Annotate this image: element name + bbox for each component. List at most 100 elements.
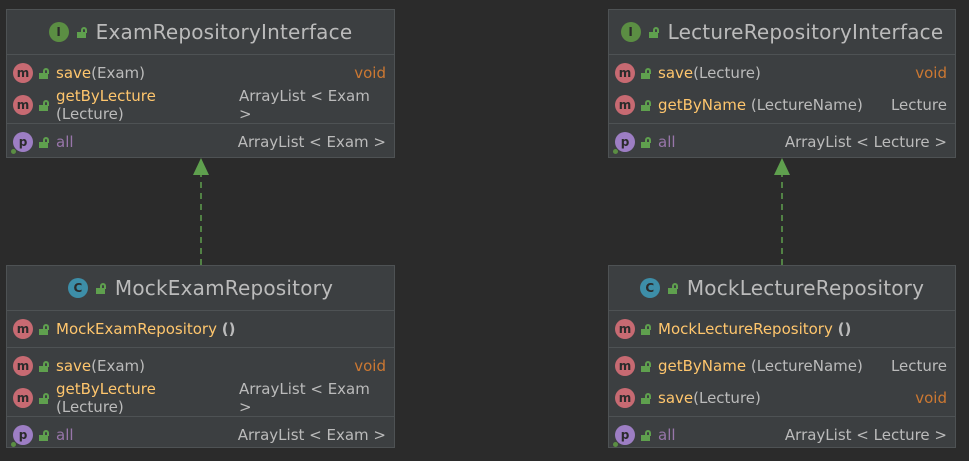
- lock-icon: [641, 392, 652, 404]
- property-row[interactable]: p all ArrayList < Lecture >: [609, 419, 955, 451]
- methods-section: m save(Lecture) void m getByName (Lectur…: [609, 55, 955, 124]
- return-type: Lecture: [890, 96, 947, 114]
- return-type: ArrayList < Exam >: [238, 87, 370, 123]
- property-type: ArrayList < Lecture >: [784, 133, 947, 151]
- property-type: ArrayList < Exam >: [237, 426, 386, 444]
- return-type: void: [915, 389, 947, 407]
- constructor-name: MockExamRepository: [56, 320, 217, 338]
- lock-icon: [39, 429, 50, 441]
- method-params: LectureName: [756, 357, 857, 375]
- lock-icon: [39, 392, 50, 404]
- property-row[interactable]: p all ArrayList < Exam >: [7, 419, 394, 451]
- constructor-row[interactable]: m MockExamRepository (): [7, 313, 394, 345]
- properties-section: p all ArrayList < Lecture >: [609, 417, 955, 453]
- property-name: all: [56, 133, 74, 151]
- methods-section: m getByName (LectureName) Lecture m save…: [609, 348, 955, 417]
- lock-icon: [95, 282, 107, 294]
- property-row[interactable]: p all ArrayList < Exam >: [7, 126, 394, 158]
- method-params: Exam: [96, 64, 140, 82]
- lock-icon: [648, 26, 660, 38]
- lock-icon: [641, 99, 652, 111]
- box-header: I ExamRepositoryInterface: [7, 10, 394, 55]
- method-icon: m: [615, 356, 635, 376]
- method-params: Exam: [96, 357, 140, 375]
- method-row[interactable]: m save(Exam) void: [7, 57, 394, 89]
- property-name: all: [658, 426, 676, 444]
- property-type: ArrayList < Lecture >: [784, 426, 947, 444]
- method-row[interactable]: m save(Lecture) void: [609, 382, 955, 414]
- return-type: void: [354, 64, 386, 82]
- property-type: ArrayList < Exam >: [237, 133, 386, 151]
- mock-lecture-repository-box[interactable]: C MockLectureRepository m MockLectureRep…: [608, 265, 956, 448]
- box-title: LectureRepositoryInterface: [667, 20, 944, 44]
- method-icon: m: [13, 356, 33, 376]
- property-name: all: [658, 133, 676, 151]
- mock-exam-repository-box[interactable]: C MockExamRepository m MockExamRepositor…: [6, 265, 395, 448]
- property-icon: p: [11, 132, 33, 154]
- box-title: MockLectureRepository: [686, 276, 925, 300]
- lock-icon: [39, 360, 50, 372]
- method-row[interactable]: m getByName (LectureName) Lecture: [609, 89, 955, 121]
- property-icon: p: [613, 132, 635, 154]
- constructor-name: MockLectureRepository: [658, 320, 833, 338]
- lock-icon: [39, 136, 50, 148]
- box-title: MockExamRepository: [114, 276, 334, 300]
- property-row[interactable]: p all ArrayList < Lecture >: [609, 126, 955, 158]
- return-type: ArrayList < Exam >: [238, 380, 370, 416]
- lock-icon: [641, 323, 652, 335]
- property-icon: p: [11, 425, 33, 447]
- properties-section: p all ArrayList < Exam >: [7, 417, 394, 453]
- box-header: C MockExamRepository: [7, 266, 394, 311]
- property-name: all: [56, 426, 74, 444]
- return-type: Lecture: [890, 357, 947, 375]
- exam-repository-interface-box[interactable]: I ExamRepositoryInterface m save(Exam) v…: [6, 9, 395, 158]
- arrowhead-exam-interface: [193, 158, 209, 175]
- method-params: LectureName: [756, 96, 857, 114]
- method-icon: m: [13, 388, 33, 408]
- method-params: Lecture: [698, 64, 756, 82]
- lock-icon: [39, 67, 50, 79]
- lock-icon: [641, 429, 652, 441]
- method-icon: m: [615, 388, 635, 408]
- method-name: getByLecture: [56, 380, 156, 398]
- method-icon: m: [13, 95, 33, 115]
- constructors-section: m MockLectureRepository (): [609, 311, 955, 348]
- box-title: ExamRepositoryInterface: [95, 20, 353, 44]
- box-header: C MockLectureRepository: [609, 266, 955, 311]
- method-params: Lecture: [61, 398, 118, 416]
- class-icon: C: [639, 278, 660, 298]
- method-name: save: [658, 64, 694, 82]
- lecture-repository-interface-box[interactable]: I LectureRepositoryInterface m save(Lect…: [608, 9, 956, 158]
- interface-icon: I: [48, 22, 69, 42]
- method-row[interactable]: m getByName (LectureName) Lecture: [609, 350, 955, 382]
- constructor-row[interactable]: m MockLectureRepository (): [609, 313, 955, 345]
- method-row[interactable]: m getByLecture (Lecture) ArrayList < Exa…: [7, 380, 394, 416]
- methods-section: m save(Exam) void m getByLecture (Lectur…: [7, 55, 394, 124]
- method-name: save: [56, 64, 92, 82]
- lock-icon: [667, 282, 679, 294]
- method-icon: m: [615, 95, 635, 115]
- lock-icon: [39, 99, 50, 111]
- method-icon: m: [13, 319, 33, 339]
- lock-icon: [641, 136, 652, 148]
- constructors-section: m MockExamRepository (): [7, 311, 394, 348]
- method-name: getByLecture: [56, 87, 156, 105]
- methods-section: m save(Exam) void m getByLecture (Lectur…: [7, 348, 394, 417]
- method-row[interactable]: m getByLecture (Lecture) ArrayList < Exa…: [7, 87, 394, 123]
- method-name: getByName: [658, 357, 747, 375]
- properties-section: p all ArrayList < Exam >: [7, 124, 394, 160]
- method-icon: m: [615, 63, 635, 83]
- method-row[interactable]: m save(Lecture) void: [609, 57, 955, 89]
- property-icon: p: [613, 425, 635, 447]
- method-name: save: [658, 389, 694, 407]
- interface-icon: I: [620, 22, 641, 42]
- return-type: void: [915, 64, 947, 82]
- lock-icon: [641, 67, 652, 79]
- method-params: Lecture: [698, 389, 756, 407]
- method-icon: m: [13, 63, 33, 83]
- lock-icon: [641, 360, 652, 372]
- lock-icon: [39, 323, 50, 335]
- method-row[interactable]: m save(Exam) void: [7, 350, 394, 382]
- box-header: I LectureRepositoryInterface: [609, 10, 955, 55]
